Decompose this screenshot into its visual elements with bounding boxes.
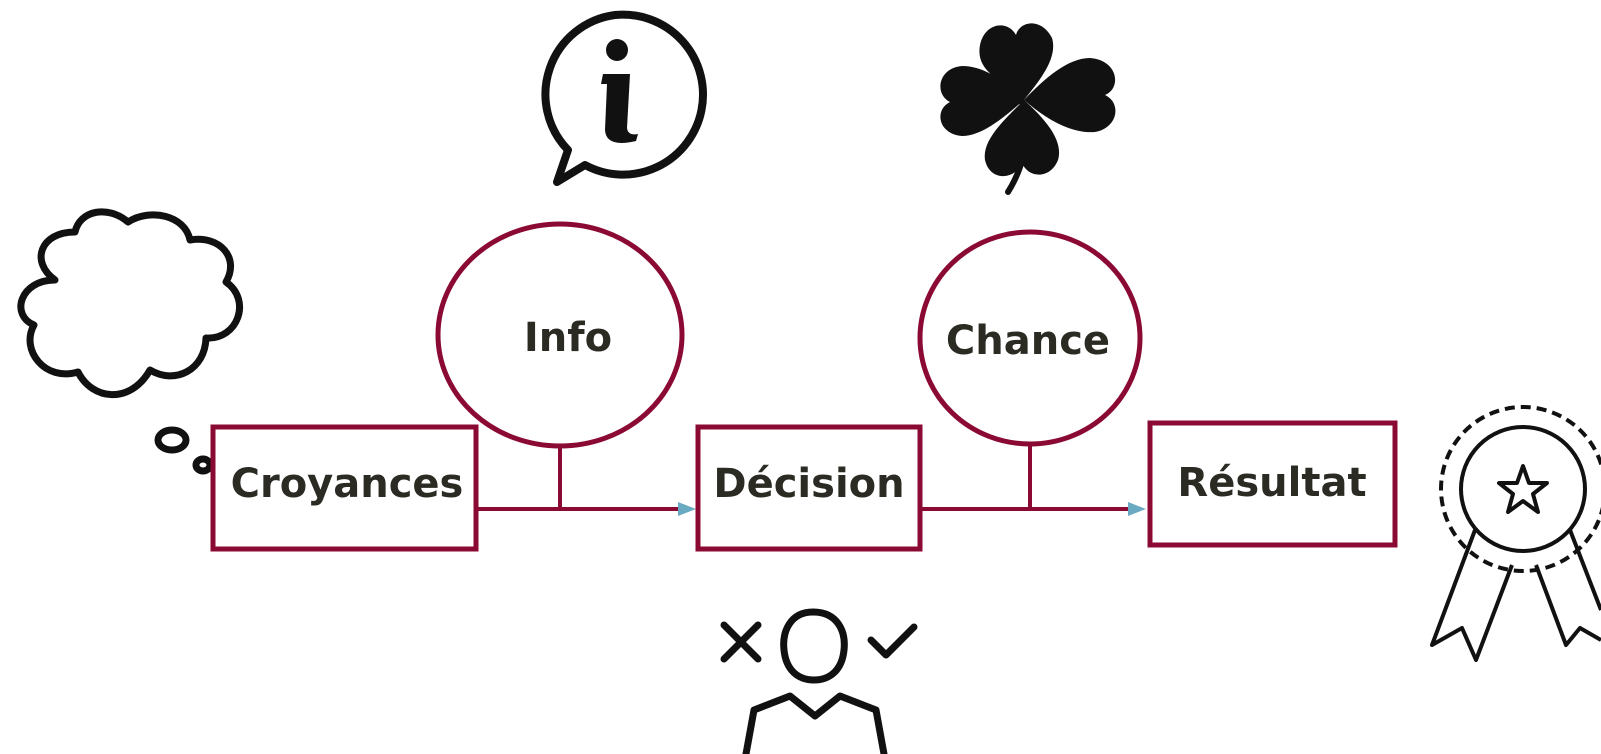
edge-beliefs-to-decision <box>476 446 696 516</box>
info-node: Info <box>435 221 685 449</box>
decision-node: Décision <box>695 424 923 552</box>
person-head <box>780 608 848 684</box>
result-label: Résultat <box>1177 460 1366 506</box>
ribbon-left <box>1430 529 1514 662</box>
info-label: Info <box>524 315 612 361</box>
four-leaf-clover-icon <box>940 23 1116 195</box>
beliefs-node: Croyances <box>210 424 479 552</box>
beliefs-label: Croyances <box>231 461 464 507</box>
result-node: Résultat <box>1147 420 1398 548</box>
award-rosette <box>1439 405 1601 573</box>
decision-label: Décision <box>713 461 904 507</box>
edge-decision-to-result <box>920 446 1146 516</box>
person-decision-icon <box>720 608 918 754</box>
award-inner-ring <box>1459 425 1587 553</box>
check-icon <box>867 623 918 659</box>
person-body <box>742 692 888 754</box>
cross-icon <box>720 621 762 663</box>
ribbon-right <box>1534 529 1601 647</box>
info-speech-bubble-icon <box>541 10 707 186</box>
award-ribbon-icon <box>1430 405 1601 662</box>
chance-label: Chance <box>946 318 1110 364</box>
chance-node: Chance <box>917 229 1143 447</box>
arrow-head <box>678 502 696 516</box>
thought-bubble-icon <box>17 208 244 475</box>
arrow-head <box>1128 502 1146 516</box>
star-icon <box>1497 464 1549 514</box>
